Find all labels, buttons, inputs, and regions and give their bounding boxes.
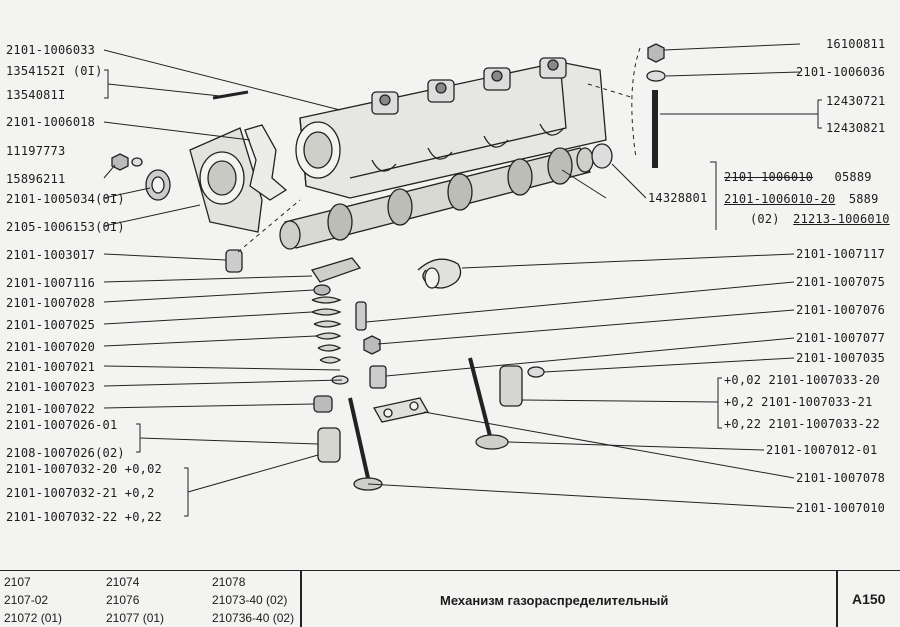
adjusting-bush (369, 365, 387, 389)
model-c2-r2: 21076 (106, 593, 140, 607)
camshaft-ref-line1-num: 05889 (834, 170, 872, 184)
label-left-7: 2101-1005034(0I) (6, 192, 125, 206)
label-left-17: 2101-1007026-01 (6, 418, 118, 432)
label-left-3: 1354081I (6, 88, 66, 102)
model-c3-r1: 21078 (212, 575, 246, 589)
camshaft-ref-line3-part: 21213-1006010 (793, 212, 890, 226)
label-left-11: 2101-1007028 (6, 296, 96, 310)
label-right-6: 2101-1007117 (796, 247, 886, 261)
label-left-8: 2105-1006153(0I) (6, 220, 125, 234)
label-left-21: 2101-1007032-22 +0,22 (6, 510, 162, 524)
lock-plate (372, 397, 430, 423)
guide-sleeve-left (317, 427, 341, 463)
bush (225, 249, 243, 273)
valve-spring (311, 284, 349, 385)
nut-left (111, 153, 129, 171)
label-left-18: 2108-1007026(02) (6, 446, 125, 460)
ring-seal (527, 366, 545, 378)
spring-clip (417, 258, 462, 289)
label-left-2: 1354152I (0I) (6, 64, 103, 78)
model-c2-r1: 21074 (106, 575, 140, 589)
model-c1-r3: 21072 (01) (4, 611, 63, 625)
label-right-14: 2101-1007012-01 (766, 443, 878, 457)
label-left-20: 2101-1007032-21 +0,2 (6, 486, 155, 500)
label-right-8: 2101-1007076 (796, 303, 886, 317)
label-right-16: 2101-1007010 (796, 501, 886, 515)
label-left-15: 2101-1007023 (6, 380, 96, 394)
label-left-10: 2101-1007116 (6, 276, 96, 290)
model-c2-r3: 21077 (01) (106, 611, 165, 625)
camshaft (279, 147, 594, 250)
model-c1-r2: 2107-02 (4, 593, 49, 607)
camshaft-ref-line2-num: 5889 (848, 192, 879, 206)
label-right-15: 2101-1007078 (796, 471, 886, 485)
label-right-10: 2101-1007035 (796, 351, 886, 365)
label-left-9: 2101-1003017 (6, 248, 96, 262)
label-left-16: 2101-1007022 (6, 402, 96, 416)
page-number: A150 (852, 591, 886, 607)
model-c3-r2: 21073-40 (02) (212, 593, 288, 607)
label-left-1: 2101-1006033 (6, 43, 96, 57)
model-c1-r1: 2107 (4, 575, 31, 589)
footer-divider-1 (300, 571, 302, 627)
label-right-2: 2101-1006036 (796, 65, 886, 79)
alignment-dashes (237, 47, 641, 253)
valve-right (468, 357, 492, 437)
label-left-19: 2101-1007032-20 +0,02 (6, 462, 162, 476)
camshaft-ref-line3: (02) 21213-1006010 (750, 212, 890, 226)
washer-right (646, 70, 666, 82)
label-left-13: 2101-1007020 (6, 340, 96, 354)
label-right-13: +0,22 2101-1007033-22 (724, 417, 880, 431)
adjusting-bolt (355, 301, 367, 331)
nut-right (647, 43, 665, 63)
exploded-parts-drawing (103, 43, 822, 517)
label-right-11: +0,02 2101-1007033-20 (724, 373, 880, 387)
label-left-5: 11197773 (6, 144, 66, 158)
dowel-pin (212, 90, 249, 100)
camshaft-ref-line1: 2101-1006010 05889 (724, 170, 872, 184)
guide-sleeve-right (499, 365, 523, 407)
camshaft-ref-line2: 2101-1006010-20 5889 (724, 192, 879, 206)
label-left-12: 2101-1007025 (6, 318, 96, 332)
camshaft-ref-line1-part: 2101-1006010 (724, 170, 814, 184)
thrust-flange (189, 127, 263, 233)
model-c3-r3: 210736-40 (02) (212, 611, 295, 625)
camshaft-ref-line3-prefix: (02) (750, 212, 780, 226)
label-right-7: 2101-1007075 (796, 275, 886, 289)
label-right-1: 16100811 (826, 37, 886, 51)
label-left-6: 15896211 (6, 172, 66, 186)
camshaft-ref-line2-part: 2101-1006010-20 (724, 192, 836, 206)
label-left-4: 2101-1006018 (6, 115, 96, 129)
camshaft-housing (295, 57, 607, 199)
camshaft-ref-bracket (710, 161, 717, 230)
gasket (244, 124, 288, 201)
plug (591, 143, 613, 169)
stem-seal (313, 395, 333, 413)
leader-lines (103, 43, 822, 517)
label-right-12: +0,2 2101-1007033-21 (724, 395, 873, 409)
valve-left (348, 397, 370, 479)
label-right-9: 2101-1007077 (796, 331, 886, 345)
label-right-5: 14328801 (648, 191, 708, 205)
label-left-14: 2101-1007021 (6, 360, 96, 374)
label-right-3: 12430721 (826, 94, 886, 108)
sheet-footer: 2107 2107-02 21072 (01) 21074 21076 2107… (0, 570, 900, 627)
lock-nut (363, 335, 381, 355)
label-right-4: 12430821 (826, 121, 886, 135)
footer-divider-2 (836, 571, 838, 627)
rocker-arm (310, 257, 362, 283)
page-title: Механизм газораспределительный (440, 593, 669, 608)
